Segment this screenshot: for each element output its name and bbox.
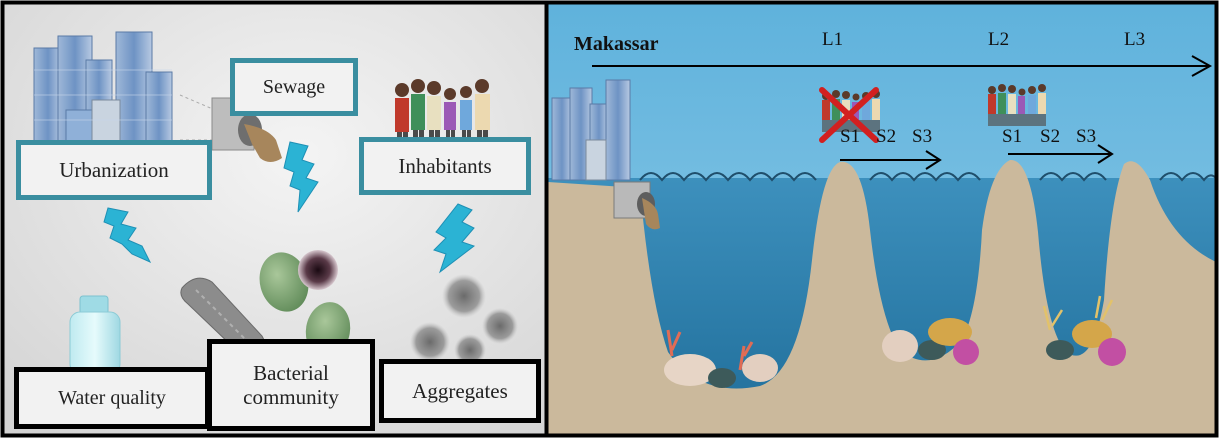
urbanization-label: Urbanization: [16, 140, 212, 200]
transect-arrow: [592, 55, 1213, 77]
water-bottle-illustration: [69, 295, 121, 375]
lightning-bolt-urbanization: [103, 207, 152, 264]
aggregates-label: Aggregates: [379, 359, 541, 423]
skyline-illustration: [33, 31, 173, 159]
lightning-bolt-sewage: [283, 141, 319, 213]
seabed: [548, 159, 1216, 435]
location-label-l3: L3: [1124, 29, 1146, 50]
station-arrow-l1: [840, 150, 942, 170]
outfall-pipe-illustration: [613, 181, 660, 230]
people-l2-illustration: [988, 84, 1046, 126]
station-label-l1-s1: S1: [840, 126, 861, 147]
right-panel: [548, 3, 1217, 435]
bacterial-community-label: Bacterial community: [207, 339, 375, 431]
location-label-l2: L2: [988, 29, 1010, 50]
coral-cluster-3: [1042, 295, 1126, 366]
station-label-l2-s3: S3: [1076, 126, 1097, 147]
station-label-l2-s2: S2: [1040, 126, 1061, 147]
station-label-l1-s2: S2: [876, 126, 897, 147]
inhabitants-label: Inhabitants: [359, 137, 531, 195]
location-label-l1: L1: [822, 29, 844, 50]
station-arrow-l2: [1008, 144, 1114, 164]
water-surface-waves: [639, 172, 1217, 182]
aggregates-illustration: [410, 274, 518, 366]
city-label: Makassar: [574, 33, 659, 55]
sewage-label: Sewage: [230, 58, 358, 116]
lightning-bolt-inhabitants: [433, 203, 476, 274]
station-label-l2-s1: S1: [1002, 126, 1023, 147]
cross-mark: [819, 87, 879, 143]
coral-cluster-2: [882, 318, 979, 365]
lightning-bolts: [103, 141, 476, 274]
station-label-l1-s3: S3: [912, 126, 933, 147]
coral-cluster-1: [664, 329, 778, 388]
water-quality-label: Water quality: [14, 367, 210, 429]
right-panel-frame: [544, 0, 1219, 438]
coast-skyline-illustration: [551, 79, 631, 181]
